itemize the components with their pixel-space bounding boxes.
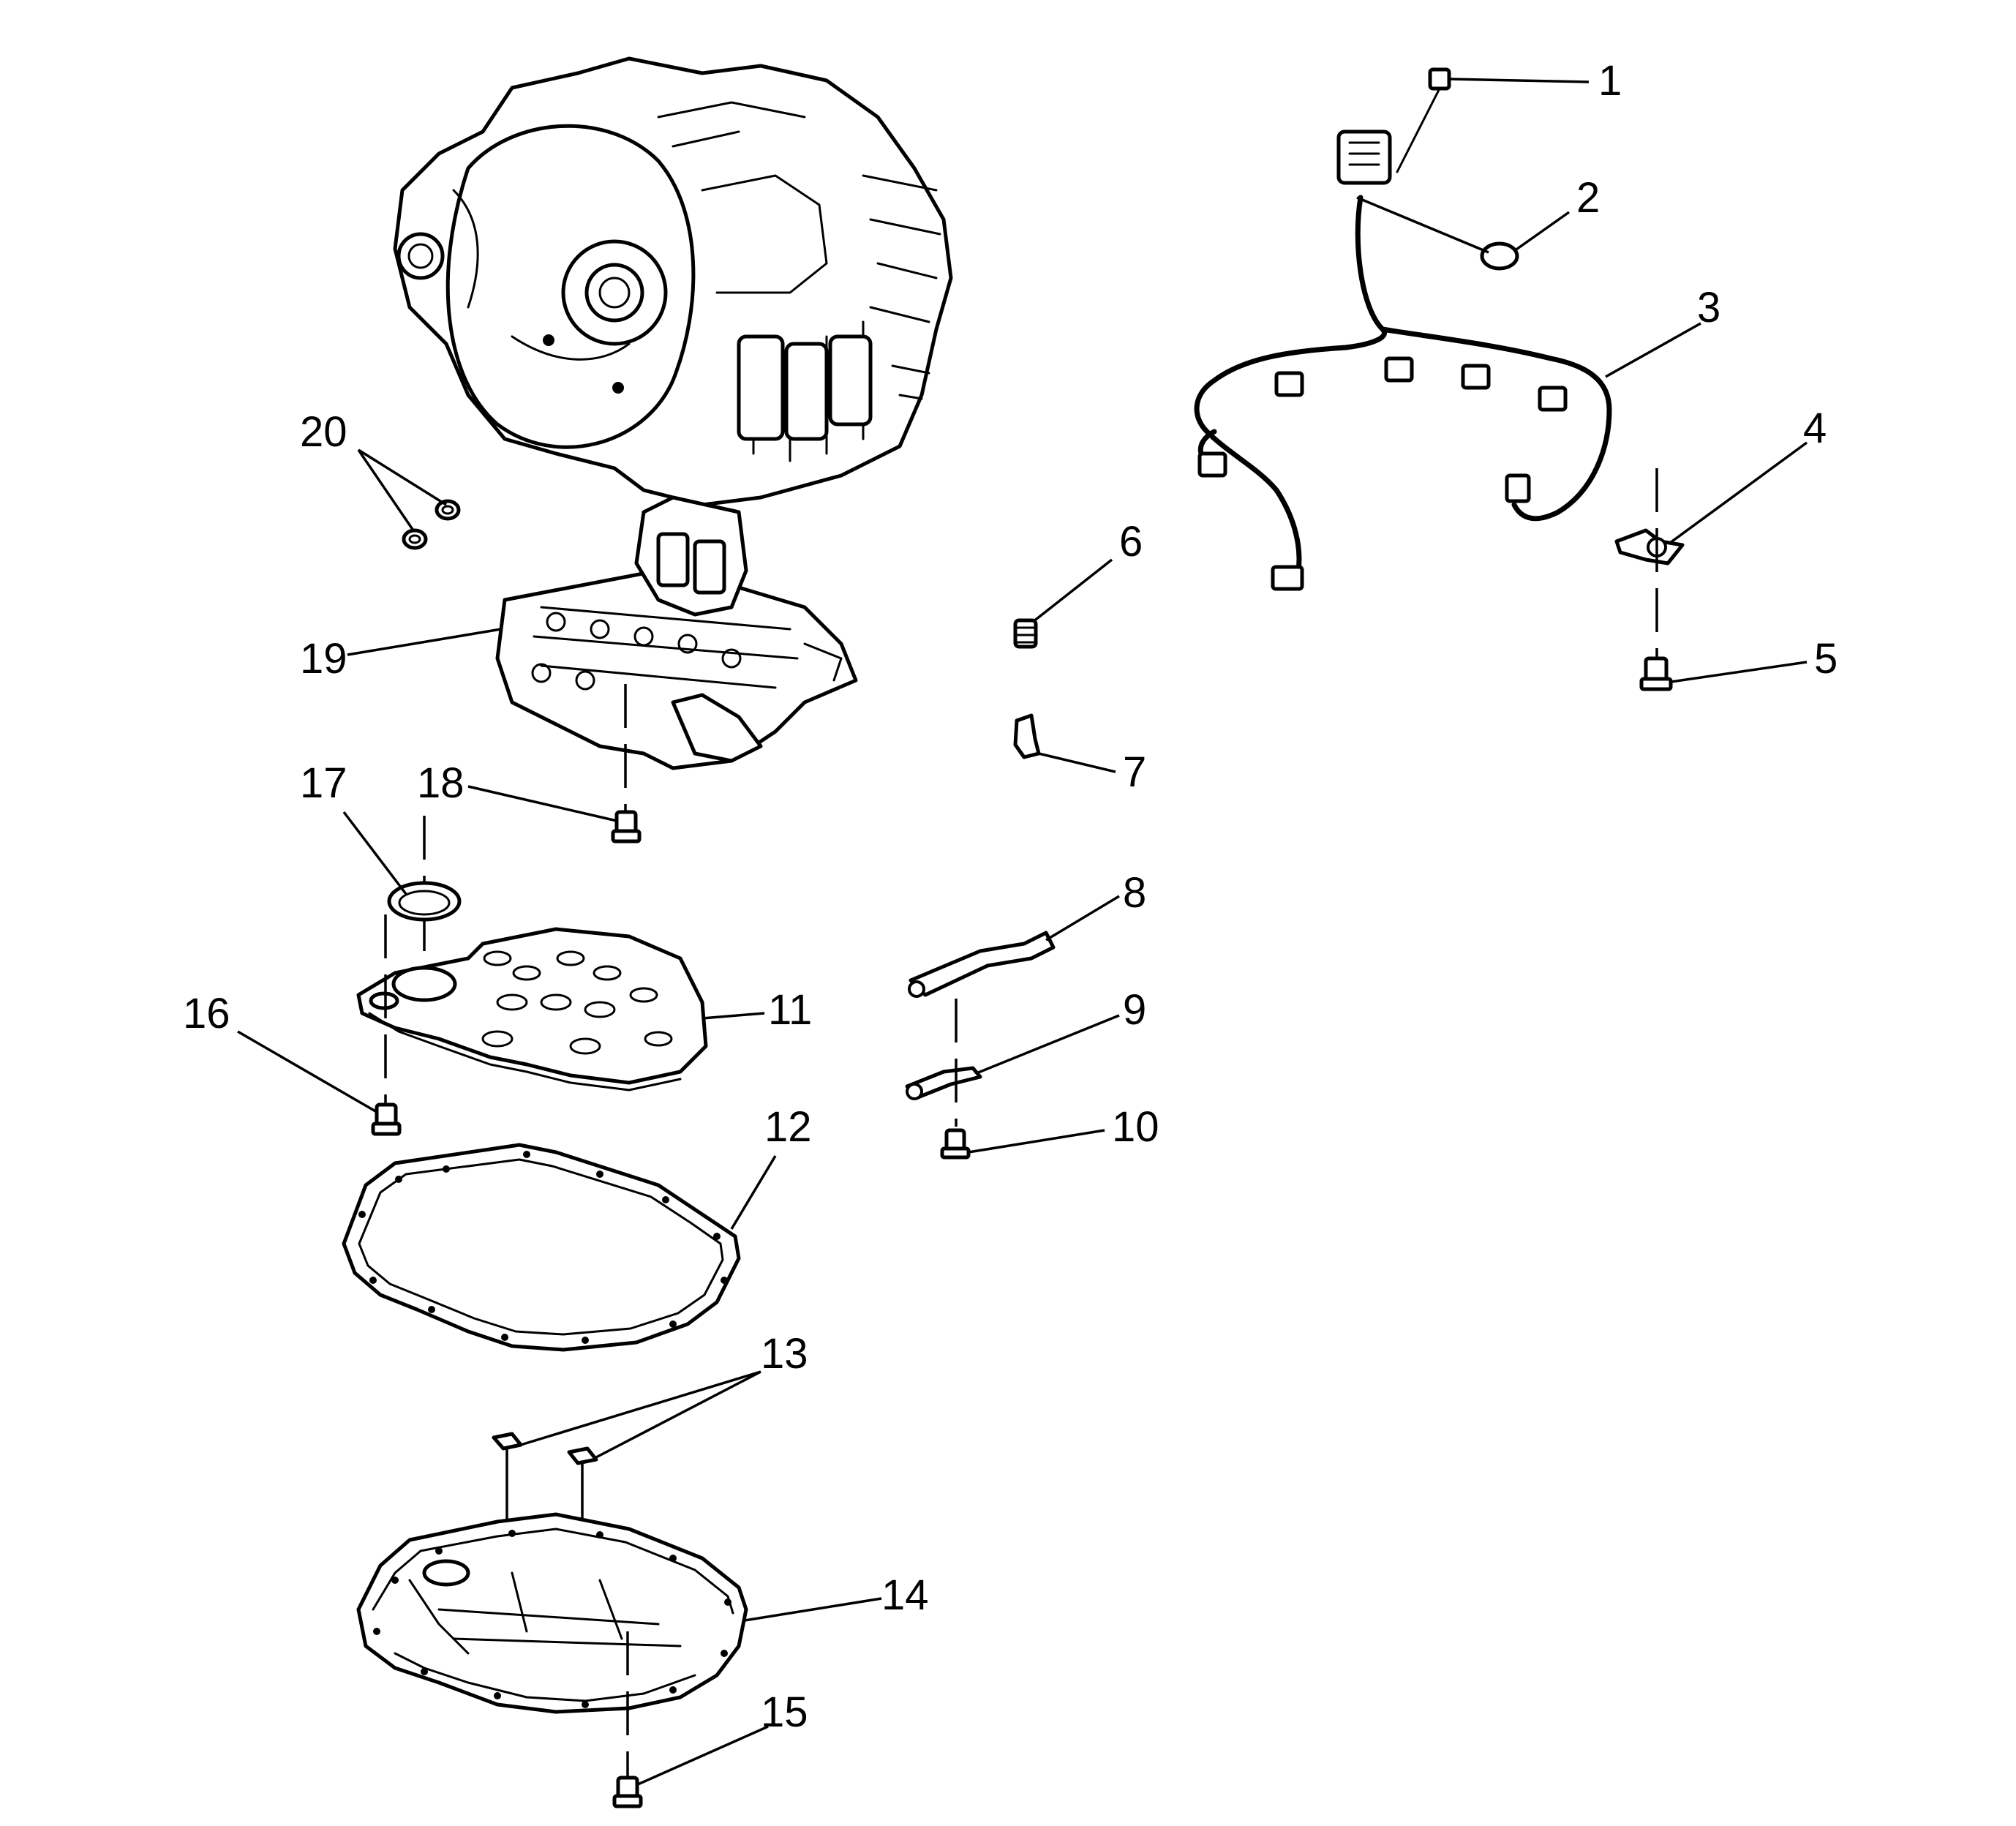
callout-4: 4 — [1803, 405, 1827, 452]
callout-5: 5 — [1814, 635, 1838, 683]
o-ring-2 — [1480, 241, 1519, 271]
callout-9: 9 — [1123, 986, 1146, 1034]
callout-1: 1 — [1598, 57, 1622, 105]
gasket-12 — [342, 1143, 741, 1352]
callout-19: 19 — [300, 635, 347, 683]
bracket-8 — [908, 931, 1056, 998]
callout-20: 20 — [300, 408, 347, 456]
drain-bolt-15 — [612, 1776, 643, 1808]
callout-7: 7 — [1123, 748, 1146, 796]
seal-17 — [387, 881, 462, 922]
bolt-1 — [1428, 67, 1451, 91]
callout-10: 10 — [1112, 1103, 1159, 1151]
callout-3: 3 — [1697, 284, 1720, 331]
bolt-18 — [611, 810, 642, 844]
valve-body-19 — [495, 495, 858, 770]
callout-17: 17 — [300, 759, 347, 807]
bracket-4 — [1614, 528, 1685, 566]
spring-6 — [1013, 618, 1038, 649]
bolt-16 — [371, 1102, 402, 1136]
bolt-5 — [1639, 656, 1673, 691]
callout-8: 8 — [1123, 869, 1146, 917]
wiring-harness — [1194, 67, 1612, 591]
leader-lines — [237, 78, 1808, 1786]
clip-7 — [1013, 713, 1041, 759]
callout-16: 16 — [183, 990, 230, 1037]
callout-13: 13 — [761, 1330, 808, 1378]
harness-connector — [1336, 129, 1392, 185]
bolt-10 — [940, 1128, 971, 1160]
transaxle-case — [393, 56, 953, 507]
oil-pan-14 — [356, 1512, 748, 1714]
callout-18: 18 — [417, 759, 464, 807]
bracket-9 — [905, 1066, 982, 1100]
callout-labels: 1 2 3 4 5 6 7 8 9 10 11 12 13 14 15 16 1… — [183, 57, 1838, 1736]
callout-11: 11 — [768, 986, 812, 1034]
callout-15: 15 — [761, 1688, 808, 1736]
callout-14: 14 — [881, 1571, 929, 1619]
callout-2: 2 — [1576, 174, 1600, 222]
callout-12: 12 — [764, 1103, 812, 1151]
o-rings-20 — [402, 499, 461, 550]
filter-11 — [356, 927, 708, 1092]
callout-6: 6 — [1119, 518, 1143, 566]
